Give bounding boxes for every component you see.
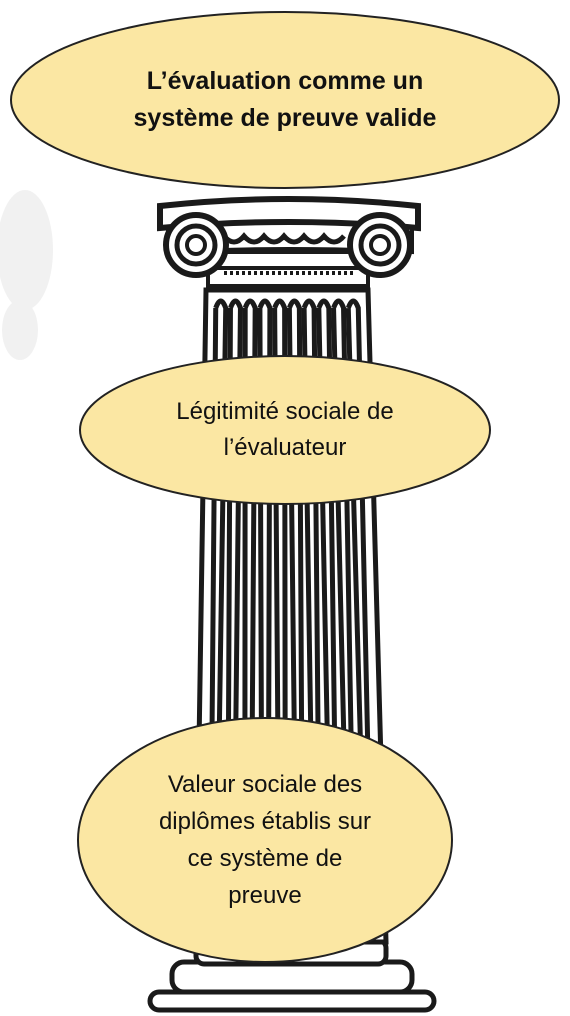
bubble-bottom: Valeur sociale des diplômes établis sur … xyxy=(80,720,450,960)
bubble-middle: Légitimité sociale de l’évaluateur xyxy=(80,356,490,504)
watermark xyxy=(0,190,53,360)
bubble-middle-shape xyxy=(79,355,491,505)
bottom-label: Valeur sociale des diplômes établis sur … xyxy=(158,771,372,909)
middle-label: Légitimité sociale de l’évaluateur xyxy=(176,398,394,461)
top-label: L’évaluation comme un système de preuve … xyxy=(133,67,437,132)
bubble-top: L’évaluation comme un système de preuve … xyxy=(0,10,570,190)
bubble-bottom-shape xyxy=(77,717,453,963)
column-capital xyxy=(157,196,421,288)
bubble-top-shape xyxy=(10,11,560,189)
